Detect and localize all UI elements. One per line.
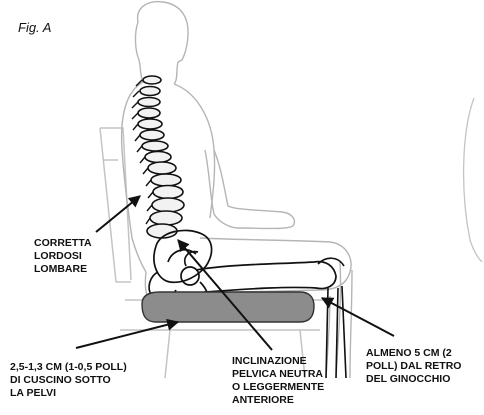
label-knee-line: ALMENO 5 CM (2 [366, 347, 461, 360]
callout-arrows [76, 196, 394, 350]
label-knee-clearance: ALMENO 5 CM (2 POLL) DAL RETRO DEL GINOC… [366, 347, 461, 386]
label-lordosis-line: LOMBARE [34, 263, 92, 276]
label-pelvic-tilt: INCLINAZIONE PELVICA NEUTRA O LEGGERMENT… [232, 355, 324, 403]
label-cushion-line: 2,5-1,3 CM (1-0,5 POLL) [10, 361, 127, 374]
label-lordosis: CORRETTA LORDOSI LOMBARE [34, 237, 92, 276]
figure-title: Fig. A [18, 20, 51, 35]
label-knee-line: POLL) DAL RETRO [366, 360, 461, 373]
label-pelvic-tilt-line: INCLINAZIONE [232, 355, 324, 368]
label-pelvic-tilt-line: O LEGGERMENTE [232, 381, 324, 394]
label-lordosis-line: CORRETTA [34, 237, 92, 250]
label-lordosis-line: LORDOSI [34, 250, 92, 263]
label-cushion-line: LA PELVI [10, 387, 127, 400]
label-pelvic-tilt-line: ANTERIORE [232, 394, 324, 403]
femur [185, 252, 336, 292]
edge-arc [464, 98, 482, 262]
arrow-knee [322, 298, 394, 336]
label-knee-line: DEL GINOCCHIO [366, 373, 461, 386]
arrow-cushion [76, 322, 178, 348]
label-pelvic-tilt-line: PELVICA NEUTRA [232, 368, 324, 381]
arrow-lordosis [96, 196, 140, 232]
label-cushion: 2,5-1,3 CM (1-0,5 POLL) DI CUSCINO SOTTO… [10, 361, 127, 400]
label-cushion-line: DI CUSCINO SOTTO [10, 374, 127, 387]
seat-cushion [142, 292, 314, 322]
